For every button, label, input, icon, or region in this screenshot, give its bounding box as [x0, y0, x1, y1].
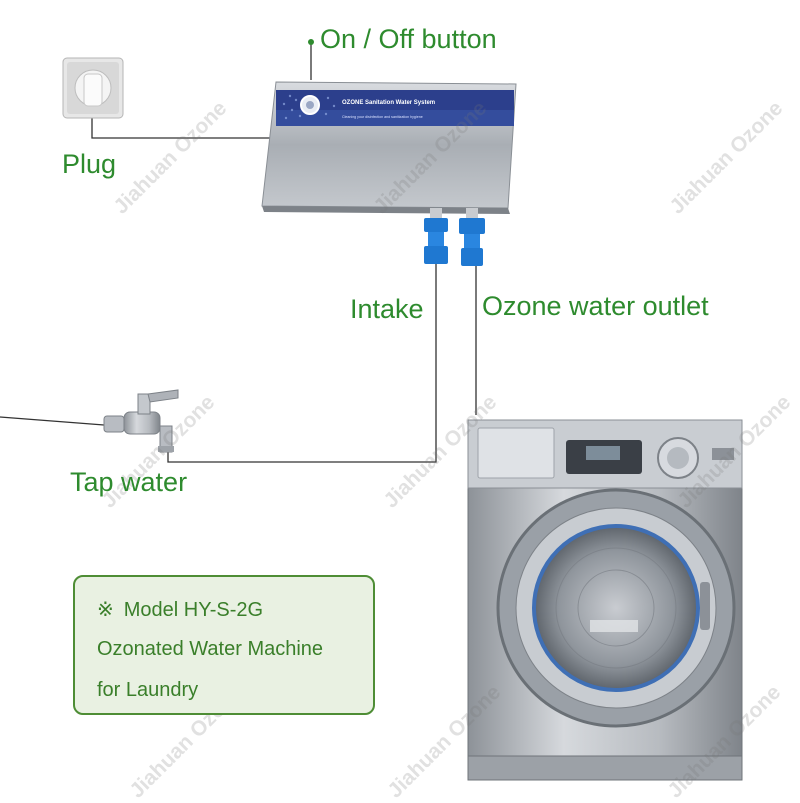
- device-subtitle-text: Cleaning your disinfection and sanitizat…: [342, 115, 423, 119]
- on-off-leader-dot: [308, 39, 314, 45]
- intake-label: Intake: [350, 294, 424, 324]
- reference-mark: ※: [97, 599, 114, 621]
- intake-hose-line: [167, 262, 437, 463]
- tap-inlet-line: [0, 416, 105, 426]
- intake-connector: [424, 208, 448, 264]
- ozone-generator-device: OZONE Sanitation Water System Cleaning y…: [261, 81, 517, 214]
- outlet-connector: [459, 208, 485, 266]
- washing-machine: [467, 419, 743, 781]
- plug-label: Plug: [62, 149, 117, 179]
- model-name-text: Model HY-S-2G: [123, 599, 264, 621]
- tap-faucet: [103, 389, 179, 453]
- device-title-text: OZONE Sanitation Water System: [342, 100, 435, 106]
- model-line: ※ Model HY-S-2G: [97, 597, 263, 622]
- wall-socket: [62, 57, 124, 119]
- product-type-line: Ozonated Water Machine: [97, 638, 324, 660]
- tap-water-label: Tap water: [70, 467, 188, 497]
- usage-line: for Laundry: [97, 679, 199, 701]
- on-off-button-label: On / Off button: [320, 24, 497, 54]
- outlet-label: Ozone water outlet: [482, 291, 709, 321]
- model-info-box: ※ Model HY-S-2G Ozonated Water Machine fo…: [73, 575, 375, 715]
- washer-door-glass: [532, 524, 700, 692]
